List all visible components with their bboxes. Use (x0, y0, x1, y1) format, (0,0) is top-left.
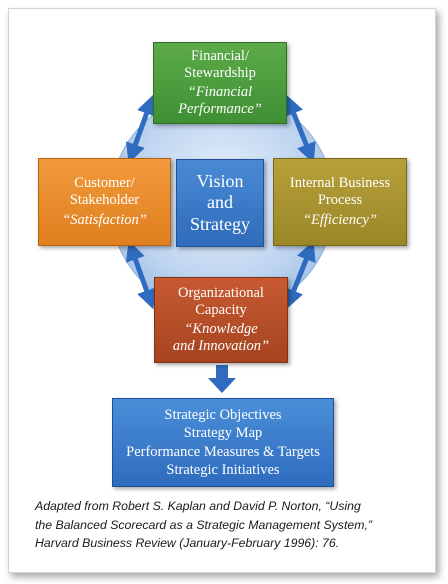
arrow-internal-organizational (284, 240, 316, 310)
internal-title-line1: Internal Business (289, 175, 391, 192)
financial-title-line1: Financial/ (191, 47, 249, 64)
caption-line3: Harvard Business Review (January-Februar… (35, 536, 340, 550)
arrow-financial-internal (284, 94, 316, 164)
arrow-organizational-customer (125, 240, 157, 310)
source-caption: Adapted from Robert S. Kaplan and David … (35, 497, 425, 553)
down-arrow (208, 365, 236, 393)
customer-title-line1: Customer/ (74, 175, 135, 192)
financial-title-line2: Stewardship (184, 64, 256, 81)
arrow-customer-financial (125, 94, 157, 164)
outcome-item: Strategic Initiatives (166, 461, 280, 478)
outcome-item: Strategy Map (183, 425, 263, 442)
strategic-outcomes-box: Strategic Objectives Strategy Map Perfor… (112, 398, 334, 487)
org-quote-line1: “Knowledge (184, 321, 258, 337)
org-title-line2: Capacity (195, 301, 247, 318)
caption-line1: Adapted from Robert S. Kaplan and David … (35, 499, 361, 513)
financial-quote-line2: Performance” (178, 101, 262, 118)
customer-stakeholder-box: Customer/ Stakeholder “Satisfaction” (38, 158, 171, 246)
vision-line3: Strategy (190, 213, 250, 234)
outcome-item: Strategic Objectives (164, 407, 282, 424)
vision-strategy-box: Vision and Strategy (176, 159, 264, 247)
customer-quote: “Satisfaction” (62, 211, 147, 228)
internal-quote: “Efficiency” (302, 211, 378, 228)
vision-line2: and (207, 192, 233, 213)
financial-stewardship-box: Financial/ Stewardship “Financial Perfor… (153, 42, 287, 124)
internal-business-process-box: Internal Business Process “Efficiency” (273, 158, 407, 246)
internal-title-line2: Process (317, 192, 363, 209)
financial-quote-line1: “Financial (187, 84, 253, 100)
org-title-line1: Organizational (178, 284, 264, 301)
vision-line1: Vision (196, 170, 244, 191)
customer-title-line2: Stakeholder (69, 192, 140, 209)
caption-line2: the Balanced Scorecard as a Strategic Ma… (35, 517, 372, 532)
org-quote-line2: and Innovation” (172, 338, 270, 355)
outcome-item: Performance Measures & Targets (126, 443, 320, 460)
organizational-capacity-box: Organizational Capacity “Knowledge and I… (154, 277, 288, 363)
